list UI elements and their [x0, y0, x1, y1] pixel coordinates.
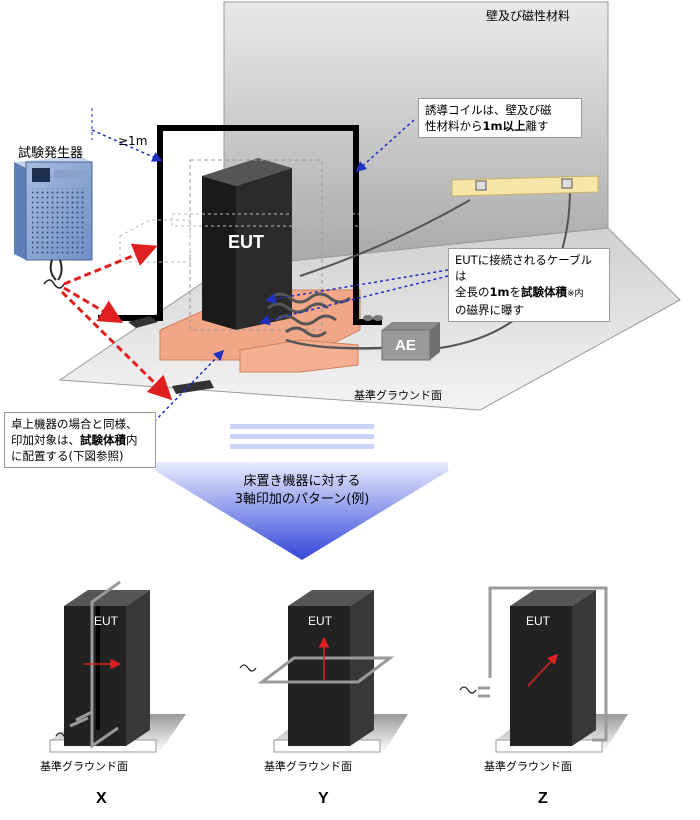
ae-box-side	[430, 322, 440, 360]
cable-callout-arrow-1	[259, 275, 449, 326]
test-volume-outline	[189, 159, 323, 331]
wall-label: 壁及び磁性材料	[486, 9, 571, 23]
ground-label: 基準グラウンド面	[354, 389, 442, 402]
tabletop-callout-line3: に配置する(下図参照)	[11, 449, 124, 463]
red-arrow-1	[63, 243, 158, 286]
eut-label: EUT	[228, 232, 264, 252]
ae-box-top	[382, 322, 440, 330]
tabletop-callout: 卓上機器の場合と同様、 印加対象は、試験体積内 に配置する(下図参照)	[4, 412, 156, 468]
ground-label-x: 基準グラウンド面	[40, 760, 128, 773]
coil-callout: 誘導コイルは、壁及び磁 性材料から1m以上離す	[418, 98, 582, 138]
test-volume-outline-2	[171, 213, 377, 227]
cable-to-ae	[285, 338, 385, 350]
banner-line1: 床置き機器に対する	[243, 474, 361, 489]
red-arrow-3	[60, 290, 173, 401]
cable-callout-line2: 全長の1mを試験体積※内	[455, 285, 584, 299]
banner-arrow	[154, 462, 450, 560]
pattern-z	[459, 586, 628, 753]
distance-arrow	[91, 129, 163, 162]
tabletop-callout-arrow	[149, 349, 225, 427]
tabletop-callout-line1: 卓上機器の場合と同様、	[11, 417, 138, 431]
pattern-y	[239, 590, 408, 753]
cable-to-strip-1	[299, 199, 471, 277]
eut-y	[288, 606, 350, 746]
axis-letter-z: Z	[538, 790, 548, 807]
eut-z	[510, 606, 572, 746]
banner-line2: 3軸印加のパターン(例)	[234, 492, 370, 507]
distance-label: ≥1m	[118, 134, 148, 148]
coil-callout-arrow	[355, 119, 415, 172]
eut-cabinet-front	[202, 176, 236, 330]
cable-callout-line1: EUTに接続されるケーブルは	[455, 253, 593, 283]
eut-label-z: EUT	[526, 614, 550, 628]
cable-callout: EUTに接続されるケーブルは 全長の1mを試験体積※内 の磁界に曝す	[448, 248, 610, 322]
cable-callout-line3: の磁界に曝す	[455, 303, 524, 317]
power-strip	[451, 175, 599, 197]
ground-label-y: 基準グラウンド面	[264, 760, 352, 773]
coil-callout-line1: 誘導コイルは、壁及び磁	[425, 103, 552, 117]
coiled-cable	[267, 292, 351, 338]
cable-callout-arrow-2	[265, 269, 449, 304]
tabletop-callout-line2: 印加対象は、試験体積内	[11, 433, 138, 447]
pattern-x	[49, 580, 186, 753]
axis-letter-y: Y	[318, 790, 329, 807]
generator-label: 試験発生器	[18, 146, 84, 161]
eut-label-x: EUT	[94, 614, 118, 628]
axis-letter-x: X	[96, 790, 107, 807]
eut-label-y: EUT	[308, 614, 332, 628]
ae-box	[381, 329, 431, 361]
eut-cabinet-top	[202, 158, 292, 186]
ground-label-z: 基準グラウンド面	[484, 760, 572, 773]
ae-label: AE	[395, 337, 416, 354]
test-generator-front	[14, 162, 26, 260]
eut-cabinet-side	[236, 168, 292, 330]
coil-callout-line2: 性材料から1m以上離す	[425, 119, 549, 133]
